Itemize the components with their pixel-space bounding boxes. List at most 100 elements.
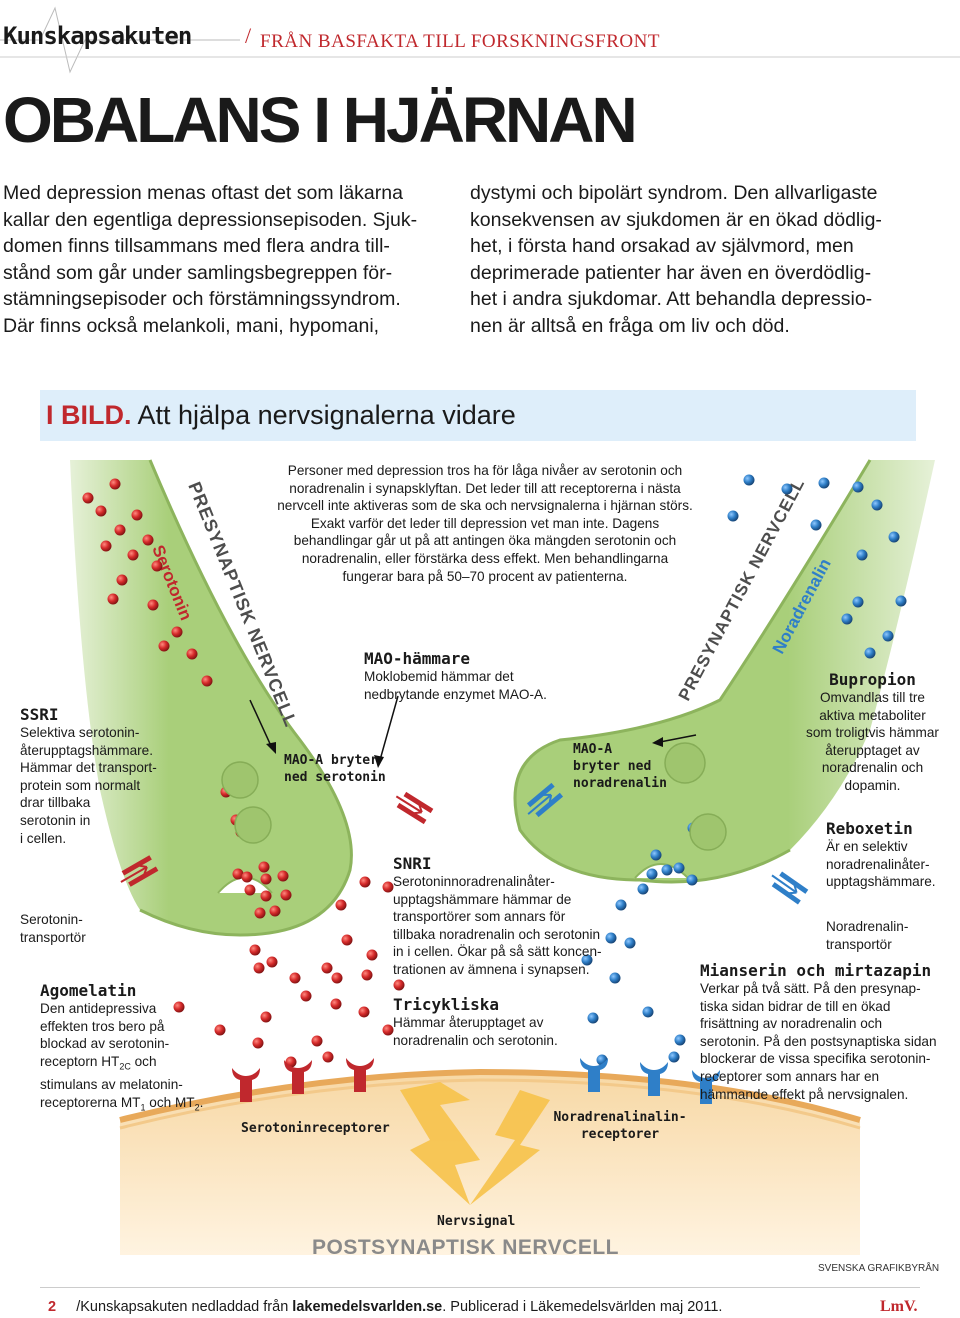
intro-right: dystymi och bipolärt syndrom. Den allvar… [470,180,920,339]
mao-serotonin-label: MAO-A bryter ned serotonin [284,752,386,786]
intro-line: stämningsepisoder och förstämningssyndro… [3,286,453,313]
tricyclic-line: Hämmar återupptaget av [393,1014,558,1032]
noradrenalin-molecule [744,475,755,486]
noradrenalin-molecule [610,973,621,984]
snri-line: Serotoninnoradrenalinåter- [393,873,602,891]
serotonin-molecule [128,550,139,561]
noradrenalin-molecule [853,482,864,493]
nor-transporter-line: Noradrenalin- [826,918,908,936]
page-number: 2 [48,1299,56,1315]
agomelatin-line: Den antidepressiva [40,1000,203,1018]
ssri-line: återupptagshämmare. [20,742,157,760]
caption-line: Personer med depression tros ha för låga… [225,462,745,480]
noradrenalin-molecule [782,484,793,495]
figure-caption: Personer med depression tros ha för låga… [225,462,745,585]
caption-line: nervcell inte aktiveras som de ska och n… [225,497,745,515]
serotonin-molecule [332,973,343,984]
serotonin-molecule [101,541,112,552]
mianserin-line: receptorer som annars har en [700,1068,937,1086]
serotonin-molecule [267,957,278,968]
footer-text: /Kunskapsakuten nedladdad från [76,1299,292,1315]
intro-line: het i andra sjukdomar. Att behandla depr… [470,286,920,313]
serotonin-molecule [261,891,272,902]
mao-ser-line: MAO-A bryter [284,752,386,769]
serotonin-molecule [270,906,281,917]
figure-label: I BILD. [46,400,132,430]
tricyclic-heading: Tricykliska [393,995,558,1014]
serotonin-molecule [394,980,405,991]
serotonin-molecule [281,890,292,901]
mianserin-line: tiska sidan bidrar de till en ökad [700,998,937,1016]
serotonin-molecule [215,1025,226,1036]
footer-site-link[interactable]: lakemedelsvarlden.se [292,1299,442,1315]
ssri-line: Selektiva serotonin- [20,724,157,742]
serotonin-molecule [362,970,373,981]
caption-line: Exakt varför det leder till depression v… [225,515,745,533]
agomelatin-ht-sub: 2C [119,1062,131,1072]
ssri-line: i cellen. [20,830,157,848]
serotonin-molecule [187,649,198,660]
nor-receptors-line: Noradrenalinalin- [540,1109,700,1126]
serotonin-molecule [253,1038,264,1049]
noradrenalin-molecule [638,884,649,895]
reboxetin-line: Är en selektiv [826,838,936,856]
serotonin-molecule [261,1012,272,1023]
serotonin-molecule [255,908,266,919]
mao-noradrenalin-label: MAO-A bryter ned noradrenalin [573,741,667,792]
noradrenalin-transporter-label: Noradrenalin- transportör [826,918,908,953]
section-subtitle: FRÅN BASFAKTA TILL FORSKNINGSFRONT [260,31,660,53]
intro-line: deprimerade patienter har även en överdö… [470,260,920,287]
vesicle [222,762,258,798]
vesicle [665,743,705,783]
ser-transporter-line: transportör [20,929,86,947]
serotonin-receptors-label: Serotoninreceptorer [241,1120,390,1137]
snri-heading: SNRI [393,854,602,873]
serotonin-molecule [245,885,256,896]
mao-nor-line: noradrenalin [573,775,667,792]
intro-line: Där finns också melankoli, mani, hypoman… [3,313,453,340]
figure-heading: I BILD. Att hjälpa nervsignalerna vidare [46,400,516,431]
serotonin-molecule [143,535,154,546]
noradrenalin-receptors-label: Noradrenalinalin- receptorer [540,1109,700,1143]
reboxetin-block: Reboxetin Är en selektiv noradrenalinåte… [826,819,936,891]
mianserin-heading: Mianserin och mirtazapin [700,961,937,980]
mianserin-line: serotonin. På den postsynaptiska sidan [700,1033,937,1051]
nor-transporter-line: transportör [826,936,908,954]
footer: 2 /Kunskapsakuten nedladdad från lakemed… [48,1299,722,1315]
nor-receptors-line: receptorer [540,1126,700,1143]
noradrenalin-molecule [588,1013,599,1024]
noradrenalin-molecule [896,596,907,607]
agomelatin-mt-end: . [200,1095,204,1110]
serotonin-molecule [259,862,270,873]
vesicle [690,814,726,850]
intro-line: stånd som går under samlingsbegreppen fö… [3,260,453,287]
ssri-line: serotonin in [20,812,157,830]
serotonin-molecule [360,877,371,888]
serotonin-transporter-label: Serotonin- transportör [20,911,86,946]
nervsignal-label: Nervsignal [437,1213,515,1230]
agomelatin-mt: och MT [146,1095,195,1110]
credit: SVENSKA GRAFIKBYRÅN [818,1263,939,1274]
caption-line: noradrenalin i synapsklyftan. Det leder … [225,480,745,498]
mianserin-block: Mianserin och mirtazapin Verkar på två s… [700,961,937,1103]
noradrenalin-molecule [857,550,868,561]
serotonin-molecule [383,882,394,893]
agomelatin-line: receptorn HT2C och [40,1053,203,1076]
serotonin-molecule [202,676,213,687]
intro-line: domen finns tillsammans med flera andra … [3,233,453,260]
noradrenalin-molecule [625,938,636,949]
bupropion-line: aktiva metaboliter [785,707,960,725]
snri-line: transportörer som annars för [393,908,602,926]
agomelatin-line: blockad av serotonin- [40,1035,203,1053]
noradrenalin-molecule [865,648,876,659]
noradrenalin-molecule [643,1007,654,1018]
serotonin-molecule [96,506,107,517]
serotonin-molecule [301,991,312,1002]
noradrenalin-molecule [651,850,662,861]
intro-line: dystymi och bipolärt syndrom. Den allvar… [470,180,920,207]
ssri-line: Hämmar det transport- [20,759,157,777]
serotonin-molecule [159,641,170,652]
intro-line: nen är alltså en fråga om liv och död. [470,313,920,340]
snri-block: SNRI Serotoninnoradrenalinåter- upptagsh… [393,854,602,979]
caption-line: noradrenalin, eller förstärka dess effek… [225,550,745,568]
